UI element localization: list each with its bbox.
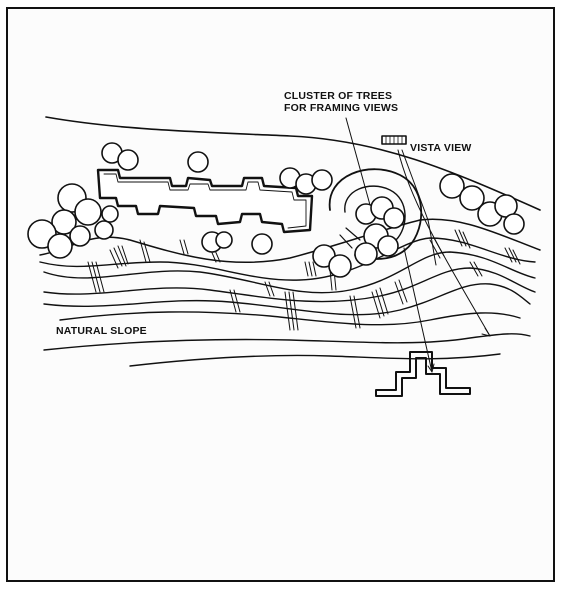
vista-leader-line [401, 149, 437, 266]
tree-mid [201, 231, 273, 255]
tree-top-right [279, 167, 333, 195]
contour-line-5 [43, 283, 531, 316]
sight-line-2 [403, 247, 433, 373]
tree-cluster-left [27, 183, 119, 259]
contour-line-3 [43, 251, 536, 294]
tree-cluster-framing [312, 196, 405, 278]
contour-line-8 [129, 353, 501, 367]
sight-line-1 [397, 149, 491, 337]
contour-line-6 [59, 311, 521, 326]
courtyard-ring-outer [328, 168, 422, 260]
cluster-of-trees-label: CLUSTER OF TREES FOR FRAMING VIEWS [284, 90, 398, 114]
cluster-label-line-1: CLUSTER OF TREES [284, 90, 393, 102]
contour-line-7 [43, 333, 531, 351]
ridge-line [45, 116, 541, 211]
tree-top-middle [187, 151, 209, 173]
stepped-structure [375, 351, 471, 397]
tree-cluster-right [439, 173, 525, 235]
trees [27, 142, 525, 278]
cluster-leader-line [345, 117, 371, 206]
vista-view-label: VISTA VIEW [410, 142, 472, 154]
drawing-frame [6, 7, 555, 582]
cluster-label-line-2: FOR FRAMING VIEWS [284, 102, 399, 114]
courtyard-ring-inner [344, 185, 406, 241]
natural-slope-label: NATURAL SLOPE [56, 325, 147, 337]
tree-top-left [101, 142, 139, 171]
